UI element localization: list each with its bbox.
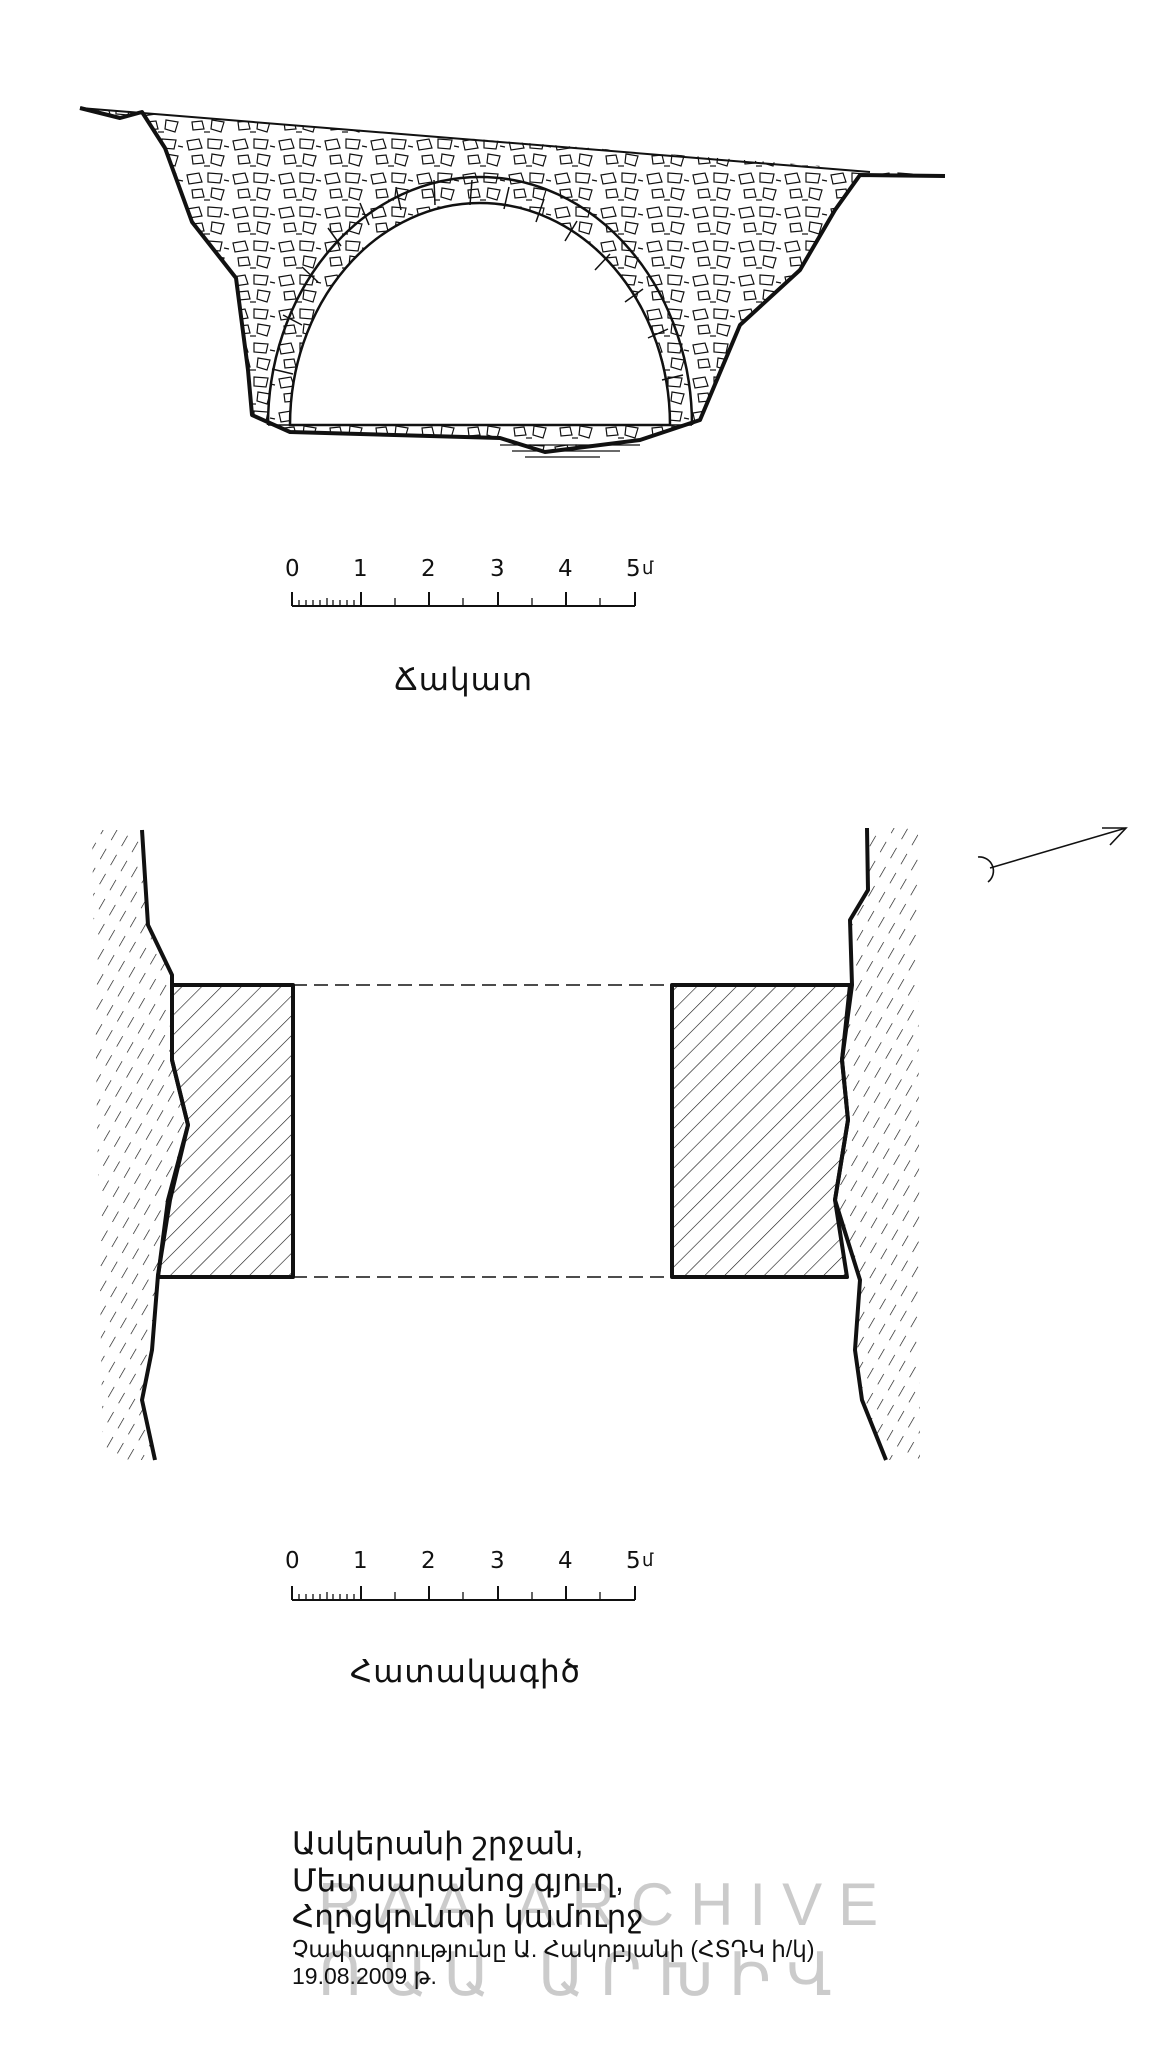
info-surveyor: Չափագրությունը Ա. Հակոբյանի (ՀՏԴԿ ի/կ) xyxy=(292,1935,815,1962)
plan-scale-tick-3: 3 xyxy=(490,1548,505,1574)
water-lines xyxy=(500,444,640,458)
info-village: Մետսարանոց գյուղ, xyxy=(292,1862,624,1898)
elevation-scale-tick-3: 3 xyxy=(490,556,505,582)
elevation-scale-unit: մ xyxy=(642,558,654,579)
elevation-caption: Ճակատ xyxy=(394,662,534,698)
right-abutment xyxy=(670,983,852,1279)
right-ground-hatch xyxy=(835,828,920,1460)
arch-voussoir-joints xyxy=(268,179,692,426)
plan-scale-tick-1: 1 xyxy=(353,1548,368,1574)
elevation-scale-bar xyxy=(291,592,636,607)
plan-drawing xyxy=(92,827,920,1461)
info-date: 19.08.2009 թ. xyxy=(292,1962,437,1989)
road-surface-line xyxy=(79,107,871,173)
terrain-line xyxy=(79,106,946,454)
drawing-info-block: Ասկերանի շրջան, Մետսարանոց գյուղ, Հղոցկո… xyxy=(292,1826,815,1990)
arch-opening xyxy=(288,201,672,427)
elevation-scale-tick-1: 1 xyxy=(353,556,368,582)
info-monument: Հղոցկունտի կամուրջ xyxy=(292,1899,644,1935)
plan-scale-tick-0: 0 xyxy=(285,1548,300,1574)
left-ground-hatch xyxy=(92,830,188,1460)
elevation-scale-tick-5: 5 xyxy=(626,556,641,582)
arch-voussoir-ring xyxy=(266,175,694,426)
plan-scale-bar xyxy=(291,1586,636,1601)
elevation-scale-tick-2: 2 xyxy=(421,556,436,582)
plan-scale-tick-4: 4 xyxy=(558,1548,573,1574)
elevation-drawing xyxy=(79,106,946,458)
elevation-scale-tick-0: 0 xyxy=(285,556,300,582)
plan-caption: Հատակագիծ xyxy=(350,1654,581,1690)
north-arrow-icon xyxy=(977,827,1128,883)
plan-scale-tick-2: 2 xyxy=(421,1548,436,1574)
watermark-latin: RAA ARCHIVE xyxy=(318,1871,895,1938)
watermark-armenian: ՌԱԱ ԱՐԽԻՎ xyxy=(318,1941,848,2008)
plan-scale-tick-5: 5 xyxy=(626,1548,641,1574)
left-abutment xyxy=(156,983,295,1279)
plan-scale-unit: մ xyxy=(642,1550,654,1571)
elevation-scale-tick-4: 4 xyxy=(558,556,573,582)
info-region: Ասկերանի շրջան, xyxy=(292,1826,584,1861)
